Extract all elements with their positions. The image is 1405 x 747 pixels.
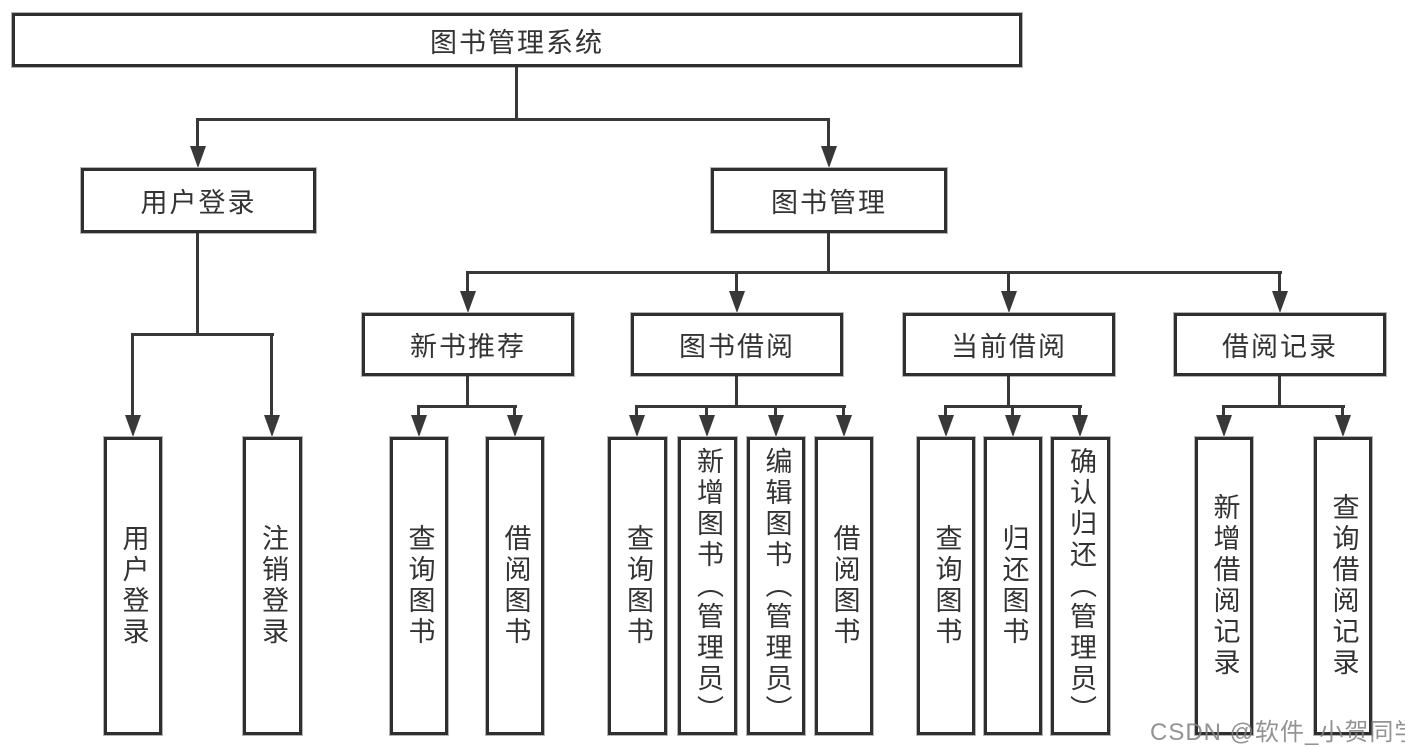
connector-drop — [1222, 405, 1225, 418]
connector-login-stem — [196, 233, 199, 335]
node-label: 借阅图书 — [829, 524, 860, 648]
connector-drop — [635, 405, 638, 418]
leaf-confirm-return-admin: 确认归还（管理员） — [1051, 437, 1110, 735]
node-label: 借阅记录 — [1222, 332, 1338, 362]
connector-borrowing-rail — [635, 405, 846, 408]
connector-level2-rail — [196, 118, 830, 121]
connector-records-rail — [1222, 405, 1345, 408]
node-label: 图书管理 — [771, 188, 887, 218]
connector-drop — [1078, 405, 1081, 418]
leaf-query-books: 查询图书 — [390, 437, 448, 735]
leaf-user-login: 用户登录 — [104, 437, 162, 735]
arrow-down-icon — [190, 146, 206, 168]
node-label: 归还图书 — [998, 524, 1029, 648]
arrow-down-icon — [1335, 415, 1351, 437]
node-label: 注销登录 — [258, 524, 288, 648]
connector-root-stem — [515, 67, 518, 120]
leaf-query-borrow-record: 查询借阅记录 — [1314, 437, 1372, 735]
leaf-add-books-admin: 新增图书（管理员） — [678, 437, 737, 735]
connector-level3-rail — [466, 271, 1282, 274]
connector-newbooks-rail — [417, 405, 517, 408]
leaf-query-books: 查询图书 — [917, 437, 975, 735]
connector-newbooks-stem — [466, 376, 469, 407]
csdn-watermark: CSDN @软件_小贺同学 — [1150, 719, 1405, 746]
arrow-down-icon — [1001, 291, 1017, 313]
arrow-down-icon — [729, 291, 745, 313]
node-label: 新增借阅记录 — [1209, 493, 1240, 679]
arrow-down-icon — [1272, 291, 1288, 313]
arrow-down-icon — [938, 415, 954, 437]
connector-management-stem — [827, 233, 830, 273]
arrow-down-icon — [1072, 415, 1088, 437]
connector-drop — [513, 405, 516, 418]
arrow-down-icon — [629, 415, 645, 437]
node-label: 查询借阅记录 — [1328, 493, 1359, 679]
connector-drop — [705, 405, 708, 418]
node-label: 借阅图书 — [500, 524, 531, 648]
connector-drop — [417, 405, 420, 418]
leaf-add-borrow-record: 新增借阅记录 — [1195, 437, 1253, 735]
connector-borrowing-stem — [735, 376, 738, 407]
connector-drop — [270, 333, 273, 418]
node-label: 用户登录 — [118, 524, 149, 648]
leaf-return-books: 归还图书 — [984, 437, 1042, 735]
connector-drop — [1341, 405, 1344, 418]
node-library-management-system: 图书管理系统 — [12, 13, 1022, 67]
node-label: 图书借阅 — [679, 332, 795, 362]
arrow-down-icon — [411, 415, 427, 437]
connector-records-stem — [1278, 376, 1281, 407]
arrow-down-icon — [821, 146, 837, 168]
node-label: 用户登录 — [140, 188, 257, 218]
node-label: 编辑图书（管理员） — [761, 446, 792, 726]
leaf-borrow-books: 借阅图书 — [815, 437, 873, 735]
connector-drop — [131, 333, 134, 418]
node-label: 新书推荐 — [410, 332, 526, 362]
leaf-borrow-books: 借阅图书 — [486, 437, 544, 735]
arrow-down-icon — [1005, 415, 1021, 437]
node-user-login: 用户登录 — [81, 168, 316, 233]
node-label: 确认归还（管理员） — [1066, 446, 1096, 726]
node-book-borrowing: 图书借阅 — [631, 313, 843, 376]
arrow-down-icon — [836, 415, 852, 437]
arrow-down-icon — [264, 415, 280, 437]
connector-drop — [944, 405, 947, 418]
connector-login-rail — [131, 333, 274, 336]
arrow-down-icon — [460, 291, 476, 313]
node-borrowing-records: 借阅记录 — [1174, 313, 1386, 376]
leaf-query-books: 查询图书 — [608, 437, 667, 735]
arrow-down-icon — [768, 415, 784, 437]
node-label: 查询图书 — [404, 524, 435, 648]
node-new-book-recommendation: 新书推荐 — [362, 313, 574, 376]
arrow-down-icon — [125, 415, 141, 437]
node-label: 图书管理系统 — [430, 27, 604, 58]
connector-drop — [1011, 405, 1014, 418]
leaf-edit-books-admin: 编辑图书（管理员） — [747, 437, 805, 735]
arrow-down-icon — [1216, 415, 1232, 437]
node-current-borrowing: 当前借阅 — [903, 313, 1115, 376]
connector-drop — [774, 405, 777, 418]
connector-drop — [842, 405, 845, 418]
connector-drop — [466, 271, 469, 293]
node-label: 查询图书 — [931, 524, 962, 648]
connector-drop — [1007, 271, 1010, 293]
connector-drop — [735, 271, 738, 293]
node-book-management: 图书管理 — [711, 168, 947, 233]
connector-drop — [827, 118, 830, 150]
node-label: 当前借阅 — [951, 332, 1067, 362]
connector-drop — [196, 118, 199, 150]
arrow-down-icon — [699, 415, 715, 437]
leaf-logout: 注销登录 — [243, 437, 302, 735]
arrow-down-icon — [507, 415, 523, 437]
node-label: 查询图书 — [623, 524, 653, 648]
connector-drop — [1278, 271, 1281, 293]
connector-current-stem — [1007, 376, 1010, 407]
node-label: 新增图书（管理员） — [693, 446, 723, 726]
